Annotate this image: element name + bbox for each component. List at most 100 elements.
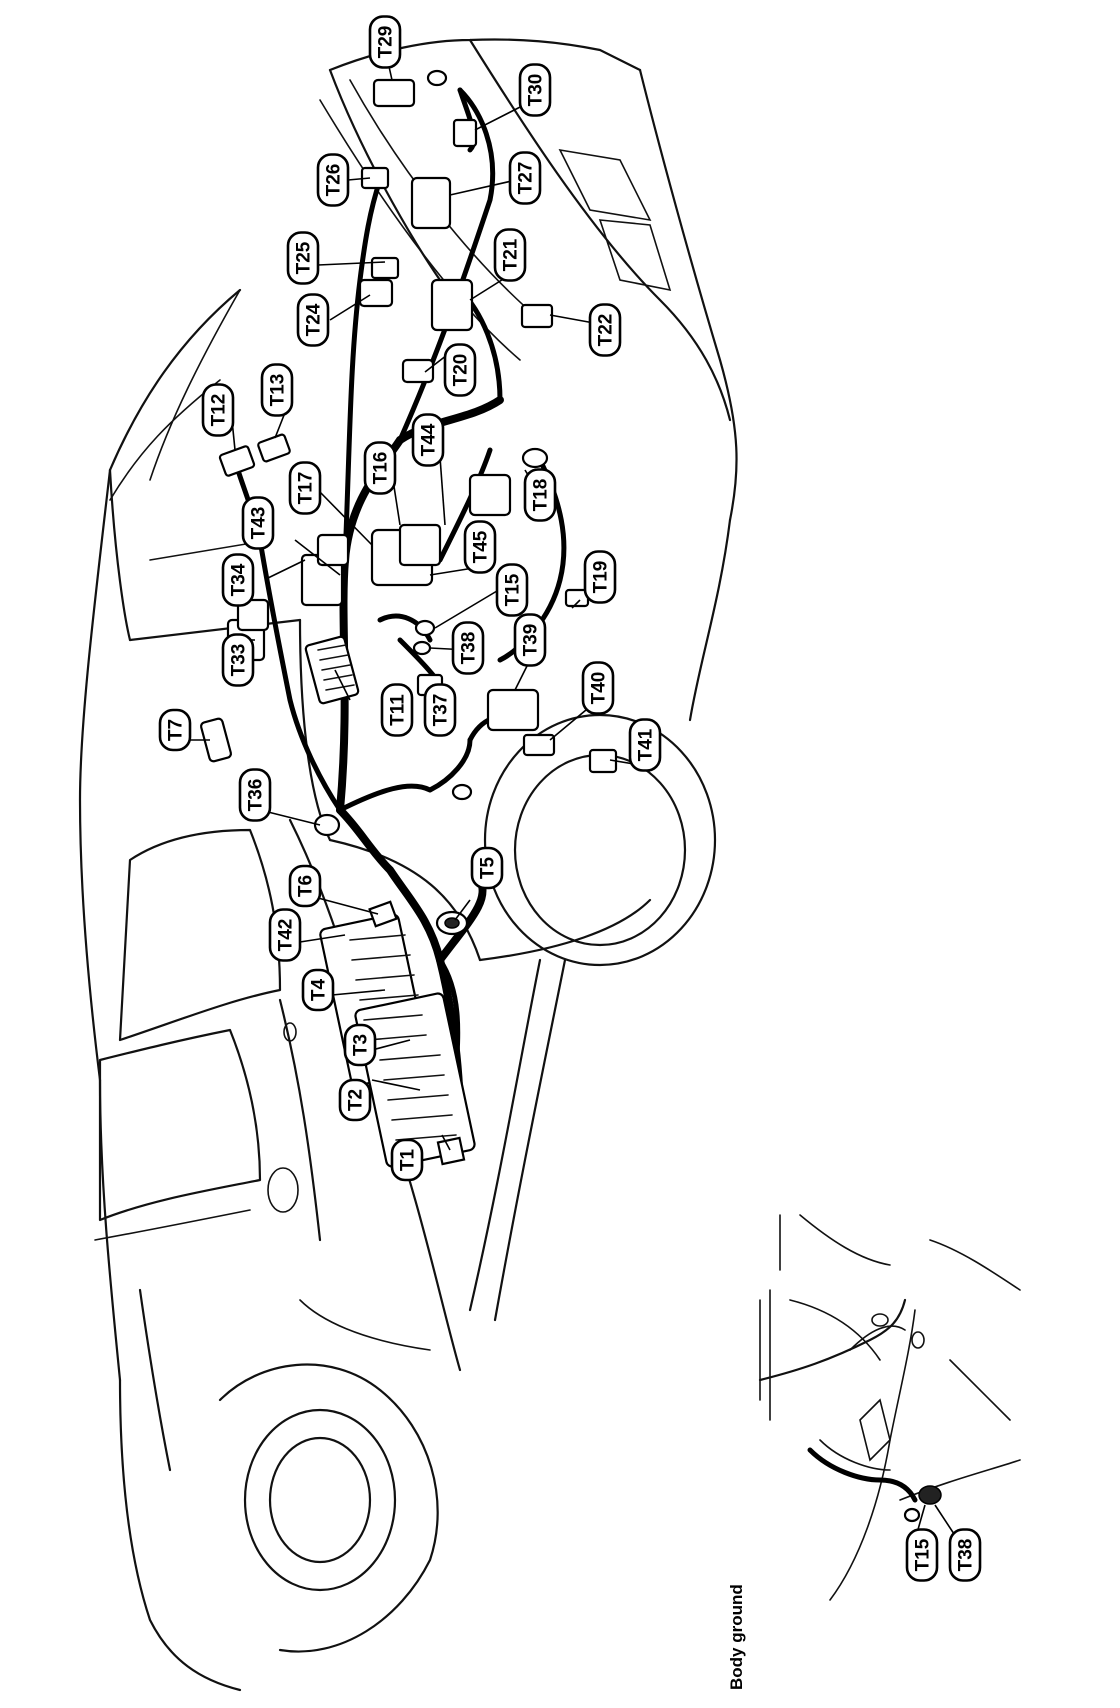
connector-tag-t37: T37 [423, 683, 457, 737]
connector-tag-outline [260, 363, 294, 417]
connector-tag-label: T15 [503, 573, 524, 606]
connector-tag-t29: T29 [368, 15, 402, 69]
connector-tag-outline [241, 496, 275, 550]
connector-tag-outline [583, 550, 617, 604]
connector-tag-t36: T36 [238, 768, 272, 822]
connector-tag-outline [286, 231, 320, 285]
connector-tag-label: T2 [346, 1089, 367, 1111]
connector-tag-t13: T13 [260, 363, 294, 417]
inset-label-body-ground: Body ground [727, 1584, 746, 1690]
connector-tag-t40: T40 [581, 661, 615, 715]
connector-tag-t42: T42 [268, 908, 302, 962]
connector-tag-outline [443, 343, 477, 397]
connector-tag-t3: T3 [343, 1023, 377, 1067]
connector-tag-t11: T11 [380, 683, 414, 737]
connector-tag-outline [201, 383, 235, 437]
connector-tag-outline [495, 563, 529, 617]
connector-tag-label: T43 [249, 507, 270, 540]
connector-tag-t12: T12 [201, 383, 235, 437]
connector-tag-t38: T38 [451, 621, 485, 675]
connector-tag-t41: T41 [628, 718, 662, 772]
connector-tag-t16: T16 [363, 441, 397, 495]
connector-tag-outline [221, 633, 255, 687]
connector-tag-t33: T33 [221, 633, 255, 687]
car-body-outline [78, 38, 738, 1692]
connector-tag-label: T38 [956, 1539, 977, 1572]
connector-tag-outline [343, 1023, 377, 1067]
connector-tag-outline [948, 1528, 982, 1582]
connector-tag-label: T34 [229, 563, 250, 596]
connector-tag-t4: T4 [301, 968, 335, 1012]
connector-tag-label: T41 [636, 728, 657, 761]
connector-tag-outline [268, 908, 302, 962]
connector-tag-outline [628, 718, 662, 772]
connector-tag-label: T30 [526, 74, 547, 107]
leader-lines [188, 61, 641, 1151]
connector-tag-t17: T17 [288, 461, 322, 515]
connector-tag-outline [338, 1078, 372, 1122]
connector-tag-outline [508, 151, 542, 205]
connector-tag-label: T13 [268, 374, 289, 407]
connector-tag-label: T27 [516, 162, 537, 195]
connector-tag-outline [493, 228, 527, 282]
connector-tag-outline [513, 613, 547, 667]
connector-tag-label: T5 [478, 856, 499, 879]
connector-tag-label: T6 [296, 875, 317, 897]
connector-tag-label: T16 [371, 452, 392, 485]
connector-tag-t30: T30 [518, 63, 552, 117]
connector-tag-label: T39 [521, 624, 542, 657]
connector-tag-t45: T45 [463, 520, 497, 574]
connector-tag-t19: T19 [583, 550, 617, 604]
connector-tag-label: T19 [591, 561, 612, 594]
connector-tag-t6: T6 [288, 864, 322, 908]
connector-tag-label: T33 [229, 644, 250, 677]
connector-tag-t2: T2 [338, 1078, 372, 1122]
connector-blocks [199, 69, 618, 1168]
connector-tag-t24: T24 [296, 293, 330, 347]
connector-tag-label: T3 [351, 1034, 372, 1056]
connector-tag-t26: T26 [316, 153, 350, 207]
connector-tag-label: T7 [166, 719, 187, 741]
connector-tag-label: T40 [589, 672, 610, 705]
connector-tag-outline [411, 413, 445, 467]
connector-tag-label: T36 [246, 779, 267, 812]
connector-tag-outline [301, 968, 335, 1012]
connector-tag-label: T1 [398, 1148, 419, 1171]
connector-tag-label: T24 [304, 303, 325, 336]
connector-tag-outline [288, 864, 322, 908]
connector-tag-outline [905, 1528, 939, 1582]
connector-tag-t27: T27 [508, 151, 542, 205]
connector-tag-outline [451, 621, 485, 675]
connector-tag-outline [423, 683, 457, 737]
connector-tag-label: T18 [531, 479, 552, 512]
connector-tag-label: T25 [294, 241, 315, 274]
connector-tag-label: T29 [376, 26, 397, 59]
connector-tag-t18: T18 [523, 468, 557, 522]
connector-tag-label: T20 [451, 354, 472, 387]
connector-tag-t15: T15 [495, 563, 529, 617]
connector-tag-label: T45 [471, 530, 492, 563]
connector-tag-outline [470, 846, 504, 890]
connector-tag-outline [463, 520, 497, 574]
connector-tag-t25: T25 [286, 231, 320, 285]
connector-tag-outline [518, 63, 552, 117]
connector-tag-label: T22 [596, 314, 617, 347]
connector-tag-t15-inset: T15 [905, 1528, 939, 1582]
connector-tag-label: T38 [459, 632, 480, 665]
connector-tag-outline [368, 15, 402, 69]
connector-tag-outline [316, 153, 350, 207]
connector-tag-label: T11 [388, 694, 409, 726]
connector-tag-outline [221, 553, 255, 607]
connector-tag-outline [581, 661, 615, 715]
front-wheel [218, 1363, 439, 1653]
connector-tag-outline [390, 1138, 424, 1182]
connector-tag-t22: T22 [588, 303, 622, 357]
connector-tag-t5: T5 [470, 846, 504, 890]
connector-tag-outline [380, 683, 414, 737]
connector-tag-outline [296, 293, 330, 347]
connector-tag-outline [238, 768, 272, 822]
connector-tag-label: T21 [501, 238, 522, 271]
